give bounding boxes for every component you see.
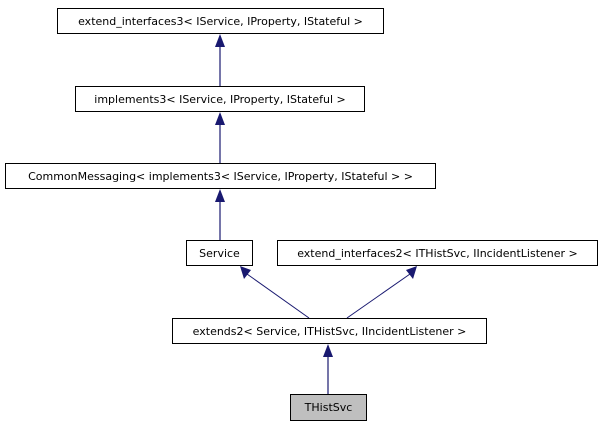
edge-thistsvc-to-extends2 (323, 344, 333, 394)
node-label: extends2< Service, ITHistSvc, IIncidentL… (192, 324, 467, 338)
node-commonmessaging[interactable]: CommonMessaging< implements3< IService, … (5, 163, 436, 189)
node-extend-interfaces3[interactable]: extend_interfaces3< IService, IProperty,… (57, 8, 384, 34)
node-service[interactable]: Service (186, 240, 253, 266)
edge-commonmessaging-to-implements3 (215, 112, 225, 163)
node-label: CommonMessaging< implements3< IService, … (28, 169, 413, 183)
node-label: implements3< IService, IProperty, IState… (94, 92, 346, 106)
node-label: THistSvc (304, 401, 353, 414)
edge-service-to-commonmessaging (215, 189, 225, 240)
node-label: Service (199, 246, 240, 260)
edge-extends2-to-extend-interfaces2 (346, 266, 417, 319)
edge-extends2-to-service (240, 266, 310, 319)
node-implements3[interactable]: implements3< IService, IProperty, IState… (75, 86, 365, 112)
node-thistsvc-current: THistSvc (290, 394, 367, 421)
node-label: extend_interfaces2< ITHistSvc, IIncident… (297, 246, 578, 260)
edge-implements3-to-extend-interfaces3 (215, 34, 225, 86)
node-extend-interfaces2[interactable]: extend_interfaces2< ITHistSvc, IIncident… (277, 240, 598, 266)
node-extends2[interactable]: extends2< Service, ITHistSvc, IIncidentL… (172, 318, 487, 344)
node-label: extend_interfaces3< IService, IProperty,… (78, 14, 363, 28)
